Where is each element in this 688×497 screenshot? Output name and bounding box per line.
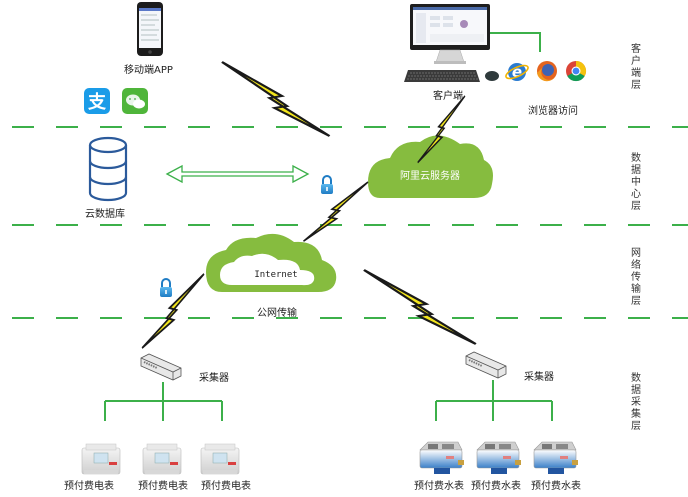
svg-text:支: 支	[87, 91, 107, 113]
water-meter-label: 预付费水表	[414, 481, 464, 492]
layer-label-collection: 数据采集层	[631, 373, 641, 432]
left-collector-device-icon	[140, 353, 182, 381]
pc-client-label: 客户端	[433, 91, 463, 102]
chrome-icon	[566, 60, 587, 82]
right-collector-label: 采集器	[524, 372, 554, 383]
wechat-icon	[122, 88, 148, 114]
svg-text:e: e	[512, 63, 522, 81]
left-collector-tree	[104, 382, 223, 421]
layer-label-network: 网络传输层	[631, 248, 641, 307]
left-collector-label: 采集器	[199, 373, 229, 384]
aliyun-server-cloud: 阿里云服务器	[368, 135, 493, 198]
server-cloud-label: 阿里云服务器	[400, 169, 460, 182]
water-meter-icon	[476, 441, 522, 475]
electric-meter-icon	[81, 443, 121, 475]
cloud-database-label: 云数据库	[85, 209, 125, 220]
public-network-label: 公网传输	[257, 308, 297, 319]
client-browser-connector	[490, 32, 541, 52]
right-collector-device-icon	[465, 351, 507, 379]
layer-label-client: 客户端层	[631, 44, 641, 91]
lock-icon	[320, 175, 334, 195]
ie-icon: e	[505, 63, 529, 81]
desktop-computer-icon	[404, 4, 499, 82]
bidirectional-sync-arrow	[165, 164, 310, 184]
browser-access-label: 浏览器访问	[528, 106, 578, 117]
electric-meter-icon	[142, 443, 182, 475]
cloud-database-icon	[88, 136, 128, 202]
mobile-phone-icon	[137, 2, 163, 56]
lock-icon	[159, 278, 173, 298]
electric-meter-icon	[200, 443, 240, 475]
water-meter-label: 预付费水表	[471, 481, 521, 492]
right-collector-tree	[435, 380, 553, 421]
internet-cloud: Internet	[206, 233, 337, 292]
electric-meter-label: 预付费电表	[138, 481, 188, 492]
mobile-app-label: 移动端APP	[124, 65, 173, 76]
electric-meter-label: 预付费电表	[201, 481, 251, 492]
wireless-link-bolt	[220, 60, 331, 138]
water-meter-label: 预付费水表	[531, 481, 581, 492]
layer-label-datacenter: 数据中心层	[631, 153, 641, 212]
electric-meter-label: 预付费电表	[64, 481, 114, 492]
wireless-link-bolt	[141, 273, 205, 349]
wireless-link-bolt	[362, 268, 478, 346]
firefox-icon	[537, 61, 557, 82]
water-meter-icon	[533, 441, 579, 475]
water-meter-icon	[419, 441, 465, 475]
alipay-icon: 支	[84, 88, 110, 114]
internet-label: Internet	[254, 270, 297, 280]
wireless-link-bolt	[302, 181, 369, 242]
